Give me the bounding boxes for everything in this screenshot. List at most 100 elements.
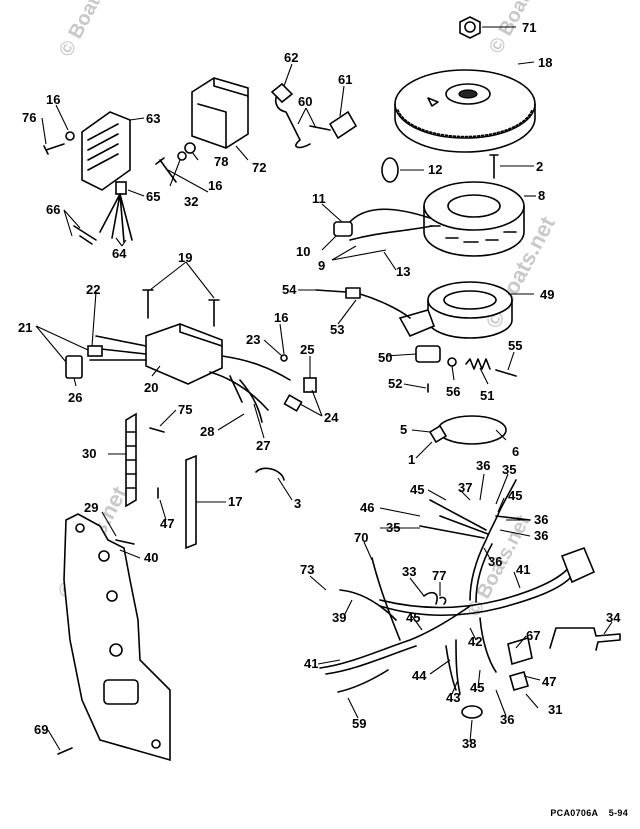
callout-label: 20: [144, 380, 158, 395]
callout-label: 66: [46, 202, 60, 217]
spark-plug-boots: [270, 82, 358, 149]
callout-label: 34: [606, 610, 621, 625]
callout-label: 47: [160, 516, 174, 531]
callout-label: 76: [22, 110, 36, 125]
callout-label: 37: [458, 480, 472, 495]
power-pack: [65, 323, 223, 385]
screw: [149, 427, 165, 433]
callout-label: 12: [428, 162, 442, 177]
callout-label: 29: [84, 500, 98, 515]
terminal-block: [125, 412, 137, 508]
callout-label: 54: [282, 282, 297, 297]
callout-label: 45: [406, 610, 420, 625]
rectifier-leads: [73, 181, 133, 245]
callout-label: 30: [82, 446, 96, 461]
callout-label: 72: [252, 160, 266, 175]
callout-label: 8: [538, 188, 545, 203]
callout-label: 36: [488, 554, 502, 569]
callout-label: 56: [446, 384, 460, 399]
mounting-bracket: [63, 513, 171, 762]
callout-label: 70: [354, 530, 368, 545]
callout-label: 40: [144, 550, 158, 565]
callout-label: 39: [332, 610, 346, 625]
flywheel-nut: [459, 16, 481, 39]
callout-label: 62: [284, 50, 298, 65]
callout-label: 36: [534, 528, 548, 543]
callout-label: 52: [388, 376, 402, 391]
watermark-text: © Boats.net: [55, 0, 127, 60]
callout-label: 43: [446, 690, 460, 705]
callout-label: 45: [410, 482, 424, 497]
washer: [447, 357, 457, 367]
callout-label: 35: [386, 520, 400, 535]
spring: [465, 358, 491, 370]
screw: [57, 747, 73, 755]
callout-label: 26: [68, 390, 82, 405]
callout-label: 65: [146, 189, 160, 204]
callout-label: 35: [502, 462, 516, 477]
retaining-ring: [437, 415, 507, 445]
callout-label: 10: [296, 244, 310, 259]
callout-label: 41: [304, 656, 318, 671]
callout-label: 21: [18, 320, 32, 335]
plate: [428, 424, 448, 444]
callout-label: 77: [432, 568, 446, 583]
callout-label: 64: [112, 246, 127, 261]
switch-part: [415, 345, 441, 363]
callout-label: 36: [476, 458, 490, 473]
callout-label: 61: [338, 72, 352, 87]
wire-retainer: [549, 627, 621, 651]
callout-label: 33: [402, 564, 416, 579]
screw: [495, 369, 517, 377]
rectifier: [81, 111, 131, 191]
ignition-coil: [191, 77, 249, 149]
callout-label: 69: [34, 722, 48, 737]
callout-label: 32: [184, 194, 198, 209]
diagram-footer: PCA0706A 5-94: [550, 808, 628, 818]
callout-label: 41: [516, 562, 530, 577]
leader-lines: [35, 26, 613, 751]
callout-label: 45: [470, 680, 484, 695]
callout-label: 45: [508, 488, 522, 503]
callout-label: 17: [228, 494, 242, 509]
cable-tie: [381, 157, 399, 183]
callout-label: 16: [46, 92, 60, 107]
callout-label: 78: [214, 154, 228, 169]
grommet: [461, 705, 483, 719]
callout-label: 60: [298, 94, 312, 109]
callout-label: 27: [256, 438, 270, 453]
callout-label: 71: [522, 20, 536, 35]
callout-label: 49: [540, 287, 554, 302]
diagram-code: PCA0706A: [550, 808, 598, 818]
callout-label: 13: [396, 264, 410, 279]
diagram-date: 5-94: [608, 808, 628, 818]
pack-screw: [208, 299, 220, 327]
callout-label: 19: [178, 250, 192, 265]
pack-screw: [142, 289, 154, 319]
callout-label: 22: [86, 282, 100, 297]
callout-label: 67: [526, 628, 540, 643]
callout-label: 38: [462, 736, 476, 751]
main-harness: [319, 479, 596, 695]
temperature-sensor: [315, 287, 411, 319]
callout-labels: 71 18 16 76 63 62 61 60 78 72 16 32 12 2…: [18, 20, 621, 751]
pack-harness: [209, 354, 317, 423]
callout-label: 47: [542, 674, 556, 689]
callout-label: 46: [360, 500, 374, 515]
callout-label: 42: [468, 634, 482, 649]
wire-clip: [255, 467, 285, 481]
stator: [423, 181, 525, 257]
callout-label: 3: [294, 496, 301, 511]
callout-label: 36: [534, 512, 548, 527]
callout-label: 36: [500, 712, 514, 727]
callout-label: 16: [274, 310, 288, 325]
callout-label: 63: [146, 111, 160, 126]
callout-label: 55: [508, 338, 522, 353]
callout-label: 16: [208, 178, 222, 193]
rectifier-screw: [43, 143, 65, 155]
callout-label: 31: [548, 702, 562, 717]
callout-label: 11: [312, 191, 326, 206]
callout-label: 23: [246, 332, 260, 347]
